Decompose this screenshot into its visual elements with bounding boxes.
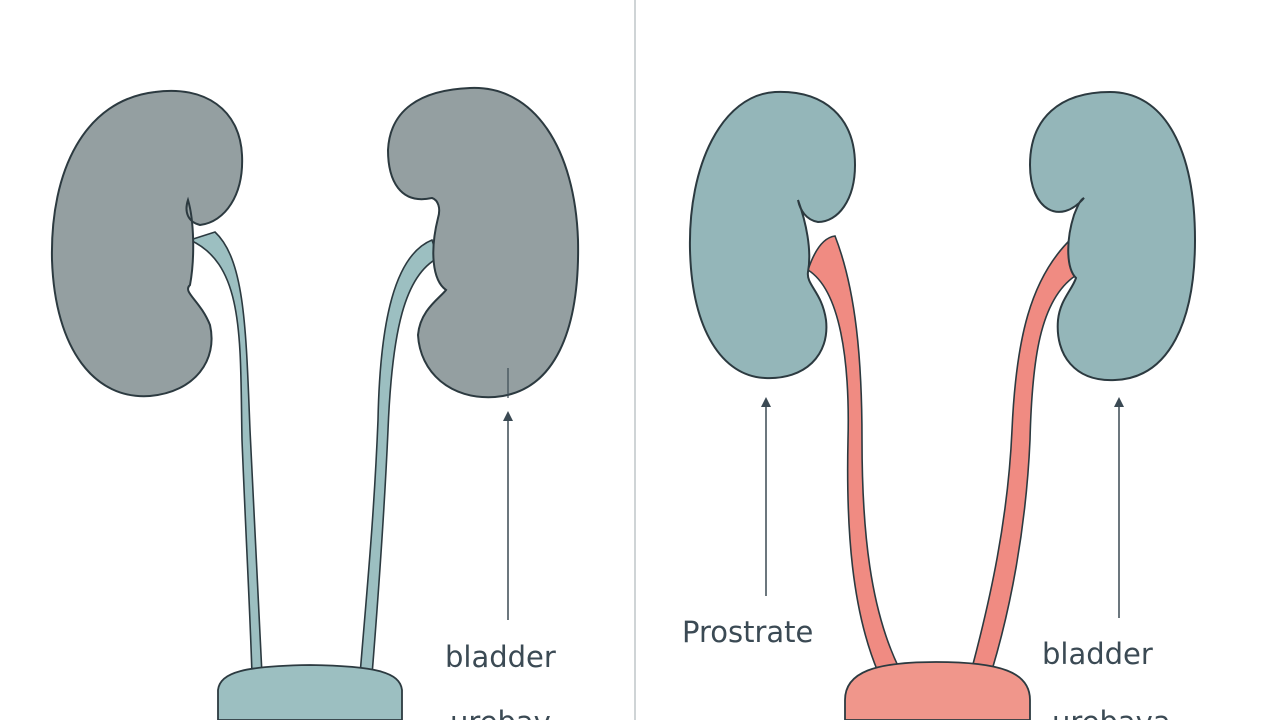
right-panel-ureter-left	[807, 235, 902, 673]
left-panel-ureter-left	[187, 231, 263, 676]
right-panel-kidney-right	[1028, 90, 1197, 382]
left-panel-kidney-left	[50, 89, 244, 398]
left-panel-bladder	[217, 664, 403, 720]
right-panel: Prostrate bladder urebava	[682, 90, 1197, 720]
left-panel: bladder urebav	[50, 86, 580, 720]
right-panel-bladder	[844, 661, 1031, 720]
right-panel-label-prostrate: Prostrate	[682, 615, 813, 649]
left-panel-label-bladder: bladder	[445, 640, 556, 674]
right-panel-kidney-left	[688, 90, 857, 380]
left-panel-ureter-right	[359, 238, 439, 676]
right-panel-ureter-right	[970, 236, 1082, 671]
right-panel-label-cut: urebava	[1052, 705, 1171, 720]
right-panel-label-bladder: bladder	[1042, 637, 1153, 671]
left-panel-label-cut: urebav	[450, 705, 551, 720]
left-panel-kidney-right	[386, 86, 580, 399]
